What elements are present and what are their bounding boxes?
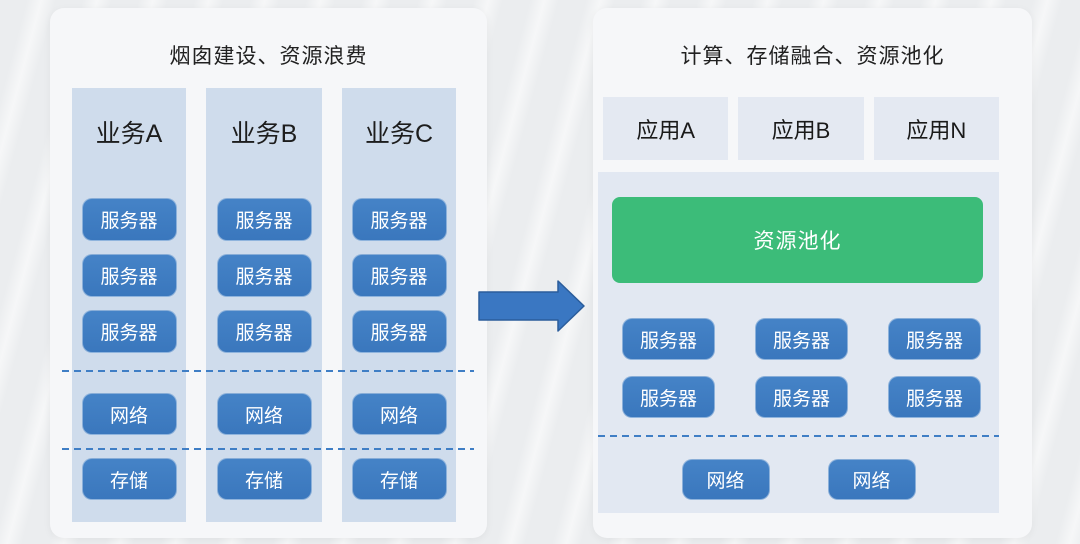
- network-box: 网络: [827, 459, 916, 500]
- right-panel: 计算、存储融合、资源池化 应用A 应用B 应用N 资源池化 服务器 服务器 服务…: [593, 8, 1032, 538]
- network-box: 网络: [681, 459, 770, 500]
- network-separator-dashed-line: [62, 370, 474, 372]
- server-box: 服务器: [81, 310, 177, 353]
- server-box: 服务器: [351, 254, 447, 297]
- storage-box: 存储: [81, 458, 177, 500]
- app-box: 应用A: [603, 97, 729, 160]
- right-arrow-icon: [478, 280, 586, 332]
- business-column-c: 业务C 服务器 服务器 服务器 网络 存储: [342, 88, 456, 522]
- left-panel-title: 烟囱建设、资源浪费: [169, 45, 368, 68]
- server-box: 服务器: [81, 198, 177, 241]
- apps-row: 应用A 应用B 应用N: [603, 97, 999, 160]
- network-box: 网络: [81, 393, 177, 435]
- storage-box: 存储: [216, 458, 312, 500]
- network-box: 网络: [216, 393, 312, 435]
- business-column-title: 业务C: [364, 120, 434, 148]
- server-box: 服务器: [81, 254, 177, 297]
- server-box: 服务器: [216, 198, 312, 241]
- server-box: 服务器: [216, 254, 312, 297]
- networks-row: 网络 网络: [598, 459, 999, 500]
- left-panel: 烟囱建设、资源浪费 业务A 服务器 服务器 服务器 网络 存储 业务B 服务器 …: [50, 8, 487, 538]
- server-box: 服务器: [888, 318, 981, 360]
- network-separator-dashed-line: [598, 435, 999, 437]
- server-box: 服务器: [755, 376, 848, 418]
- app-box: 应用B: [738, 97, 864, 160]
- server-box: 服务器: [622, 318, 715, 360]
- storage-box: 存储: [351, 458, 447, 500]
- business-column-title: 业务B: [230, 120, 298, 148]
- app-box: 应用N: [873, 97, 999, 160]
- server-box: 服务器: [888, 376, 981, 418]
- server-row: 服务器 服务器 服务器: [622, 376, 981, 418]
- business-column-a: 业务A 服务器 服务器 服务器 网络 存储: [72, 88, 186, 522]
- server-box: 服务器: [216, 310, 312, 353]
- business-column-b: 业务B 服务器 服务器 服务器 网络 存储: [206, 88, 322, 522]
- right-panel-title: 计算、存储融合、资源池化: [680, 45, 945, 68]
- storage-separator-dashed-line: [62, 448, 474, 450]
- server-box: 服务器: [755, 318, 848, 360]
- server-box: 服务器: [351, 198, 447, 241]
- resource-pool-box: 资源池化: [612, 197, 983, 283]
- network-box: 网络: [351, 393, 447, 435]
- server-box: 服务器: [351, 310, 447, 353]
- resource-pool-container: 资源池化 服务器 服务器 服务器 服务器 服务器 服务器 网络 网络: [598, 172, 999, 513]
- business-column-title: 业务A: [95, 120, 163, 148]
- server-box: 服务器: [622, 376, 715, 418]
- server-row: 服务器 服务器 服务器: [622, 318, 981, 360]
